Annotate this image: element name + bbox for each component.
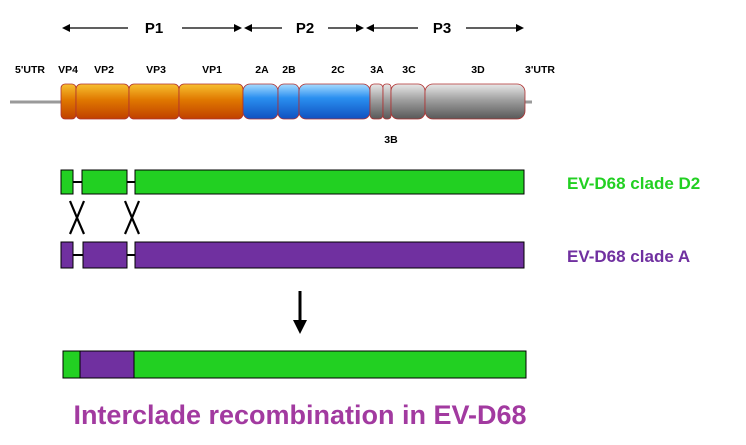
p2-arrowhead-left <box>244 24 252 32</box>
segment-3c <box>390 83 426 120</box>
crossover-mark-1 <box>68 200 86 235</box>
label-3d: 3D <box>471 64 485 76</box>
label-3a: 3A <box>370 64 384 76</box>
label-3b: 3B <box>384 134 398 146</box>
segment-vp3 <box>128 83 180 120</box>
label-2c: 2C <box>331 64 345 76</box>
strain-d2-label: EV-D68 clade D2 <box>567 174 700 193</box>
region-label-p3: P3 <box>433 20 451 37</box>
region-label-p2: P2 <box>296 20 314 37</box>
strain-d2-vp4 <box>60 169 74 195</box>
p3-arrowhead-right <box>516 24 524 32</box>
strain-a <box>60 241 525 269</box>
label-vp3: VP3 <box>146 64 166 76</box>
segment-3a <box>369 83 384 120</box>
segment-vp1 <box>178 83 244 120</box>
crossover-marks <box>68 200 141 235</box>
label-vp4: VP4 <box>58 64 78 76</box>
region-arrows <box>62 24 524 32</box>
label-5utr: 5'UTR <box>15 64 45 76</box>
label-vp2: VP2 <box>94 64 114 76</box>
label-3c: 3C <box>402 64 416 76</box>
strain-d2 <box>60 169 525 195</box>
segment-vp4 <box>60 83 77 120</box>
segment-2c <box>298 83 371 120</box>
label-3utr: 3'UTR <box>525 64 555 76</box>
crossover-mark-2 <box>123 200 141 235</box>
strain-a-vp4 <box>60 241 74 269</box>
strain-a-rest <box>134 241 525 269</box>
strain-a-label: EV-D68 clade A <box>567 247 690 266</box>
strain-d2-rest <box>134 169 525 195</box>
segment-3d <box>424 83 526 120</box>
label-2a: 2A <box>255 64 269 76</box>
recombinant-rest <box>133 350 527 379</box>
label-vp1: VP1 <box>202 64 222 76</box>
diagram-title: Interclade recombination in EV-D68 <box>73 400 527 430</box>
segment-3b <box>382 83 392 120</box>
p1-arrowhead-right <box>234 24 242 32</box>
recombinant-vp2 <box>79 350 135 379</box>
segment-2a <box>242 83 279 120</box>
segment-vp2 <box>75 83 130 120</box>
strain-a-vp2 <box>82 241 128 269</box>
genome-map <box>60 83 526 120</box>
strain-d2-vp2 <box>81 169 128 195</box>
recombinant-strain <box>62 350 527 379</box>
result-arrow <box>293 291 307 334</box>
p2-arrowhead-right <box>356 24 364 32</box>
region-label-p1: P1 <box>145 20 163 37</box>
recombinant-vp4 <box>62 350 81 379</box>
p1-arrowhead-left <box>62 24 70 32</box>
segment-2b <box>277 83 300 120</box>
label-2b: 2B <box>282 64 296 76</box>
p3-arrowhead-left <box>366 24 374 32</box>
